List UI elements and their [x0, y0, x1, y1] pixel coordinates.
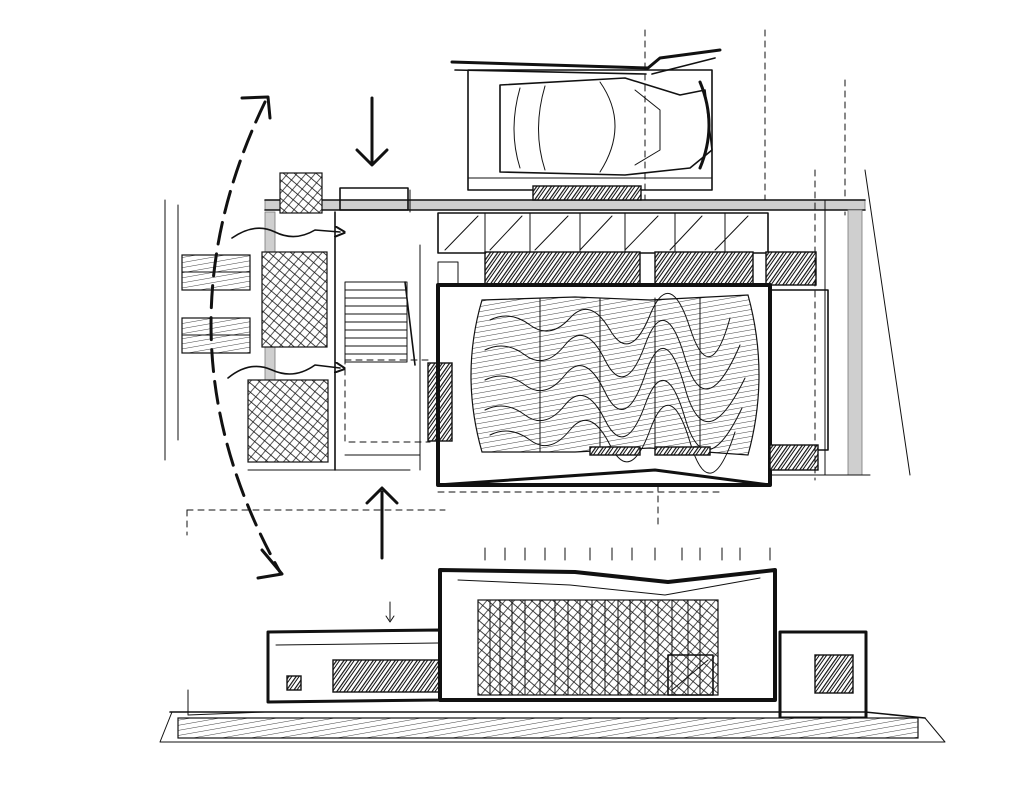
plan-glazed-corridor [437, 212, 817, 286]
plan-stair [339, 187, 453, 471]
flow-arrow-upper [231, 228, 340, 239]
plan-spine [264, 185, 866, 211]
elevation-central-hall [438, 568, 777, 702]
plan-left-strips [164, 199, 251, 461]
arrow-down-icon [355, 96, 389, 167]
arrow-up-icon [365, 486, 399, 560]
elevation-right-block [778, 630, 868, 720]
double-headed-curved-arrow-icon [209, 95, 284, 580]
plan-left-rooms [247, 172, 411, 471]
elevation-ticks [484, 547, 771, 561]
elevation-left-block [266, 601, 442, 704]
plan-main-hall [436, 283, 772, 493]
flow-arrow-lower [227, 365, 340, 379]
elevation-ground [159, 689, 946, 743]
floor-plan [164, 29, 911, 580]
plan-top-wing [450, 29, 846, 216]
elevation [159, 547, 946, 743]
plan-guides [186, 189, 659, 536]
plan-right-wing [769, 169, 911, 481]
